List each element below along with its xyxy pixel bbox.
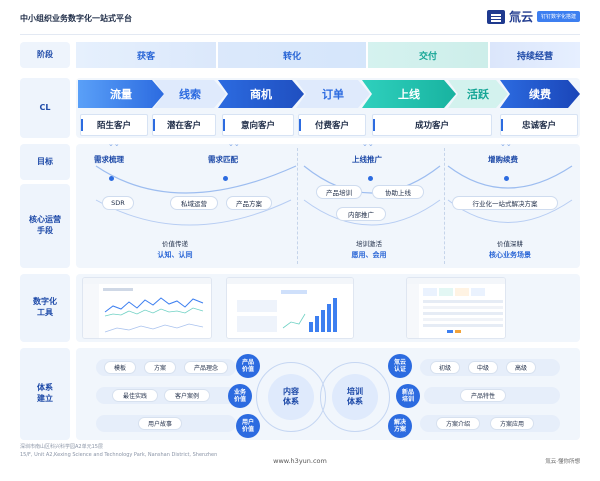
circle-new-product-training: 新品 培训 <box>396 384 420 408</box>
footer-address: 深圳市南山区科兴科学园A2单元15层 15/F, Unit A2,Kexing … <box>20 444 217 459</box>
page-title: 中小组织业务数字化一站式平台 <box>20 14 132 23</box>
circle-certification: 氚云 认证 <box>388 354 412 378</box>
pill-product-concept: 产品理念 <box>184 361 228 374</box>
row-label-ops: 核心运营 手段 <box>20 184 70 268</box>
goal-dot <box>109 176 114 181</box>
goal-needs-matching: 需求匹配 <box>208 155 238 164</box>
footer-brand: 氚云·懂你所想 <box>545 459 580 465</box>
cl-arrow-traffic: 流量 <box>78 80 164 108</box>
ops-divider-2 <box>444 148 445 264</box>
cl-arrow-active: 活跃 <box>448 80 508 108</box>
footer-address-cn: 深圳市南山区科兴科学园A2单元15层 <box>20 444 103 450</box>
chevron-down-icon: ⌄⌄ <box>500 140 512 148</box>
circle-product-value: 产品 价值 <box>236 354 260 378</box>
row-label-system: 体系 建立 <box>20 348 70 440</box>
pill-internal-promo: 内部推广 <box>336 207 386 221</box>
pill-private-domain: 私域运营 <box>170 196 218 210</box>
row-label-cl: CL <box>20 78 70 138</box>
table-screenshot <box>406 277 506 339</box>
chevron-down-icon: ⌄⌄ <box>108 140 120 148</box>
customer-loyal: 忠诚客户 <box>500 114 578 136</box>
caption-value-delivery: 价值传递 认知、认同 <box>140 240 210 260</box>
cl-arrow-renew: 续费 <box>500 80 580 108</box>
pill-user-story: 用户故事 <box>138 417 182 430</box>
footer-url[interactable]: www.h3yun.com <box>273 457 327 465</box>
row-label-tools: 数字化 工具 <box>20 274 70 342</box>
cl-arrow-leads: 线索 <box>154 80 226 108</box>
goal-dot <box>504 176 509 181</box>
ops-divider-1 <box>297 148 298 264</box>
customer-success: 成功客户 <box>372 114 492 136</box>
goal-dot <box>223 176 228 181</box>
cl-arrow-launch: 上线 <box>362 80 456 108</box>
ops-arcs <box>95 165 573 226</box>
brand-name: 氚云 <box>508 10 533 24</box>
circle-business-value: 业务 价值 <box>228 384 252 408</box>
circle-user-value: 用户 价值 <box>236 414 260 438</box>
stage-convert: 转化 <box>218 42 366 68</box>
stage-deliver: 交付 <box>368 42 488 68</box>
pill-sdr: SDR <box>102 196 134 210</box>
caption-line: 价值深耕 <box>497 240 523 248</box>
caption-line: 价值传递 <box>162 240 188 248</box>
pill-best-practice: 最佳实践 <box>112 389 158 402</box>
pill-product-solution: 产品方案 <box>226 196 272 210</box>
pill-solution-application: 方案应用 <box>490 417 534 430</box>
ring-training <box>320 362 390 432</box>
goal-dot <box>368 176 373 181</box>
pill-customer-case: 客户案例 <box>164 389 210 402</box>
pill-beginner: 初级 <box>430 361 460 374</box>
header-divider <box>20 34 580 35</box>
caption-training: 培训激活 愿用、会用 <box>334 240 404 260</box>
customer-paid: 付费客户 <box>298 114 366 136</box>
stage-retain: 持续经营 <box>490 42 580 68</box>
caption-line: 培训激活 <box>356 240 382 248</box>
caption-highlight: 愿用、会用 <box>351 250 387 259</box>
dashboard-screenshot <box>82 277 212 339</box>
brand-logo-icon <box>486 9 505 24</box>
circle-content-system: 内容 体系 <box>268 374 314 420</box>
caption-highlight: 认知、认同 <box>157 250 193 259</box>
goal-needs-sorting: 需求梳理 <box>94 155 124 164</box>
goal-upsell-renew: 增购续费 <box>488 155 518 164</box>
caption-value-deepening: 价值深耕 核心业务场景 <box>470 240 550 260</box>
pill-product-training: 产品培训 <box>316 185 362 199</box>
pill-assist-launch: 协助上线 <box>372 185 424 199</box>
pill-template: 模板 <box>104 361 136 374</box>
cl-arrow-order: 订单 <box>296 80 370 108</box>
pill-product-features: 产品特性 <box>460 389 506 402</box>
customer-stranger: 陌生客户 <box>80 114 148 136</box>
chevron-down-icon: ⌄⌄ <box>362 140 374 148</box>
row-label-stage: 阶段 <box>20 42 70 68</box>
stage-acquire: 获客 <box>76 42 216 68</box>
circle-solutions: 解决 方案 <box>388 414 412 438</box>
pill-solution: 方案 <box>144 361 176 374</box>
circle-training-system: 培训 体系 <box>332 374 378 420</box>
goal-launch-promo: 上线推广 <box>352 155 382 164</box>
report-screenshot <box>226 277 354 339</box>
customer-potential: 潜在客户 <box>152 114 216 136</box>
brand: 氚云 钉钉数字化搭建 <box>486 8 580 25</box>
pill-advanced: 高级 <box>506 361 536 374</box>
pill-intermediate: 中级 <box>468 361 498 374</box>
pill-industry-solution: 行业化一站式解决方案 <box>452 196 558 210</box>
pill-solution-intro: 方案介绍 <box>436 417 480 430</box>
cl-arrow-opportunity: 商机 <box>218 80 304 108</box>
customer-intent: 意向客户 <box>222 114 294 136</box>
row-label-goal: 目标 <box>20 144 70 180</box>
caption-highlight: 核心业务场景 <box>489 250 531 259</box>
chevron-down-icon: ⌄⌄ <box>228 140 240 148</box>
footer-address-en: 15/F, Unit A2,Kexing Science and Technol… <box>20 451 218 458</box>
brand-tagline: 钉钉数字化搭建 <box>536 11 580 22</box>
